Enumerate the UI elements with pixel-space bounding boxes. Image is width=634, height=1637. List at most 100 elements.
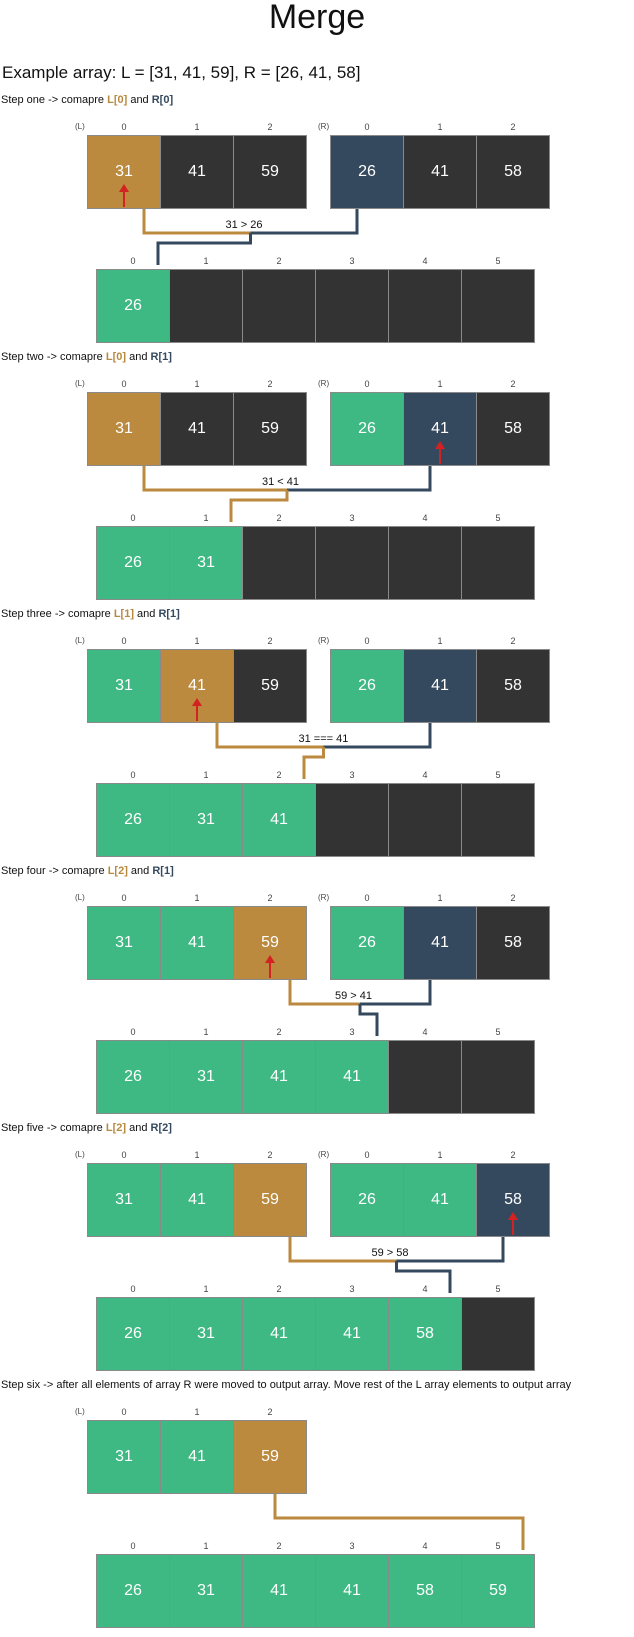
output-array-index: 4	[422, 513, 428, 523]
output-array-index: 5	[495, 256, 501, 266]
left-array-index: 0	[121, 636, 127, 646]
left-array-cell: 31	[87, 649, 161, 723]
left-array-cell: 41	[160, 906, 234, 980]
right-array-index: 1	[437, 122, 443, 132]
left-array-label: (L)	[75, 122, 85, 131]
output-array-cell: 41	[315, 1040, 389, 1114]
output-array-cell	[461, 1297, 535, 1371]
output-array: 26	[96, 269, 535, 343]
right-array-label: (R)	[318, 379, 330, 388]
left-array-index: 2	[267, 122, 273, 132]
output-array-index: 0	[130, 1541, 136, 1551]
right-array-index: 0	[364, 636, 370, 646]
right-array-index: 2	[510, 379, 516, 389]
left-array-cell: 59	[233, 135, 307, 209]
left-array-index: 1	[194, 636, 200, 646]
right-array-index: 1	[437, 636, 443, 646]
output-array-index: 5	[495, 1541, 501, 1551]
output-array-cell: 26	[96, 526, 170, 600]
output-array-index: 0	[130, 770, 136, 780]
output-array-cell	[242, 269, 316, 343]
left-array-index: 0	[121, 893, 127, 903]
left-array-cell: 31	[87, 1420, 161, 1494]
right-connector	[287, 466, 432, 492]
output-array-cell	[242, 526, 316, 600]
right-array-index: 0	[364, 379, 370, 389]
right-array-cell: 41	[403, 1163, 477, 1237]
left-array-index: 2	[267, 1150, 273, 1160]
output-array-cell: 31	[169, 1040, 243, 1114]
left-array-cell: 31	[87, 906, 161, 980]
left-array-index: 1	[194, 1407, 200, 1417]
step-title-b: R[1]	[152, 865, 174, 877]
right-array-cell: 26	[330, 649, 404, 723]
left-array-cell: 31	[87, 1163, 161, 1237]
output-array-cell	[388, 269, 462, 343]
output-array-cell	[388, 783, 462, 857]
left-array-cell: 59	[233, 649, 307, 723]
right-array-index: 2	[510, 893, 516, 903]
output-array-cell: 41	[242, 783, 316, 857]
step-1: Step one -> comapre L[0] and R[0] (L) 0 1 2 3…	[0, 94, 634, 352]
output-array-index: 4	[422, 1284, 428, 1294]
left-array-cell: 59	[233, 392, 307, 466]
left-array-cell: 59	[233, 1163, 307, 1237]
output-array-index: 2	[276, 1027, 282, 1037]
output-array-index: 2	[276, 513, 282, 523]
left-array-label: (L)	[75, 636, 85, 645]
example-array-caption: Example array: L = [31, 41, 59], R = [26…	[2, 63, 361, 82]
output-array-cell: 41	[315, 1554, 389, 1628]
output-array-cell: 59	[461, 1554, 535, 1628]
output-array-index: 1	[203, 1027, 209, 1037]
left-array-index: 0	[121, 122, 127, 132]
left-array-cell: 41	[160, 392, 234, 466]
right-array-index: 1	[437, 379, 443, 389]
right-array-cell: 41	[403, 135, 477, 209]
step-title: Step two -> comapre L[0] and R[1]	[1, 351, 172, 363]
output-array-cell: 26	[96, 1297, 170, 1371]
output-array-index: 3	[349, 1027, 355, 1037]
output-array-cell: 26	[96, 783, 170, 857]
right-array-cell: 26	[330, 1163, 404, 1237]
left-array-cell: 41	[160, 135, 234, 209]
right-array-label: (R)	[318, 1150, 330, 1159]
right-array-cell: 58	[476, 392, 550, 466]
step-title-pre: Step one -> comapre	[1, 94, 108, 106]
left-array-index: 0	[121, 1407, 127, 1417]
left-array-label: (L)	[75, 1150, 85, 1159]
left-array-index: 2	[267, 636, 273, 646]
output-array-cell	[461, 783, 535, 857]
output-array-index: 0	[130, 1027, 136, 1037]
output-array-cell	[461, 269, 535, 343]
step-title-mid: and	[133, 608, 159, 620]
step-title-pre: Step four -> comapre	[1, 865, 108, 877]
output-array-cell: 26	[96, 269, 170, 343]
right-array-index: 0	[364, 1150, 370, 1160]
right-array-label: (R)	[318, 636, 330, 645]
step-title: Step one -> comapre L[0] and R[0]	[1, 94, 173, 106]
right-array-index: 2	[510, 1150, 516, 1160]
step-title-pre: Step two -> comapre	[1, 351, 106, 363]
right-array-label: (R)	[318, 893, 330, 902]
output-array-index: 2	[276, 256, 282, 266]
output-array-index: 4	[422, 1541, 428, 1551]
output-array-index: 3	[349, 256, 355, 266]
output-array-cell: 41	[315, 1297, 389, 1371]
right-array-cell: 58	[476, 1163, 550, 1237]
output-array-cell	[461, 526, 535, 600]
output-array-cell: 58	[388, 1554, 462, 1628]
right-array-index: 1	[437, 1150, 443, 1160]
right-array-label: (R)	[318, 122, 330, 131]
right-array-cell: 26	[330, 135, 404, 209]
output-array-cell	[461, 1040, 535, 1114]
